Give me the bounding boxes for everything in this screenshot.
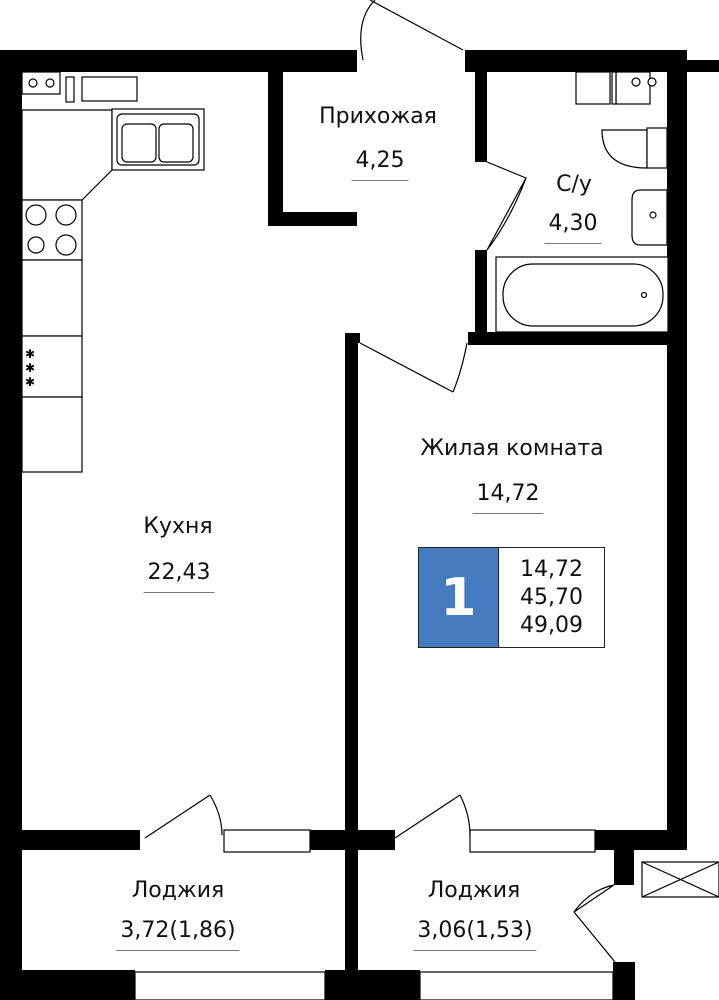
room-name-kitchen: Кухня (143, 514, 213, 539)
room-area-bathroom: 4,30 (544, 211, 602, 244)
room-area-hallway: 4,25 (351, 148, 409, 181)
room-name-living: Жилая комната (420, 436, 604, 461)
area-summary: 14,72 45,70 49,09 (499, 548, 604, 647)
room-name-loggia-right: Лоджия (427, 878, 521, 903)
rooms-count: 1 (419, 548, 499, 647)
room-name-loggia-left: Лоджия (131, 878, 225, 903)
room-area-living: 14,72 (472, 481, 544, 514)
room-area-loggia-left: 3,72(1,86) (116, 918, 240, 951)
apartment-summary-badge: 1 14,72 45,70 49,09 (418, 547, 605, 648)
svg-text:✱: ✱ (25, 361, 35, 375)
room-name-bathroom: С/у (556, 172, 592, 197)
svg-text:✱: ✱ (25, 347, 35, 361)
doors (144, 0, 616, 963)
fridge-marks: ✱ ✱ ✱ (25, 347, 35, 389)
total-area-value: 45,70 (520, 584, 583, 610)
total-with-loggia-value: 49,09 (520, 612, 583, 638)
fixtures (21, 71, 719, 1000)
room-area-loggia-right: 3,06(1,53) (413, 918, 537, 951)
walls (0, 50, 719, 1000)
svg-text:✱: ✱ (25, 375, 35, 389)
room-area-kitchen: 22,43 (143, 560, 215, 593)
living-area-value: 14,72 (520, 556, 583, 582)
room-name-hallway: Прихожая (319, 104, 437, 129)
